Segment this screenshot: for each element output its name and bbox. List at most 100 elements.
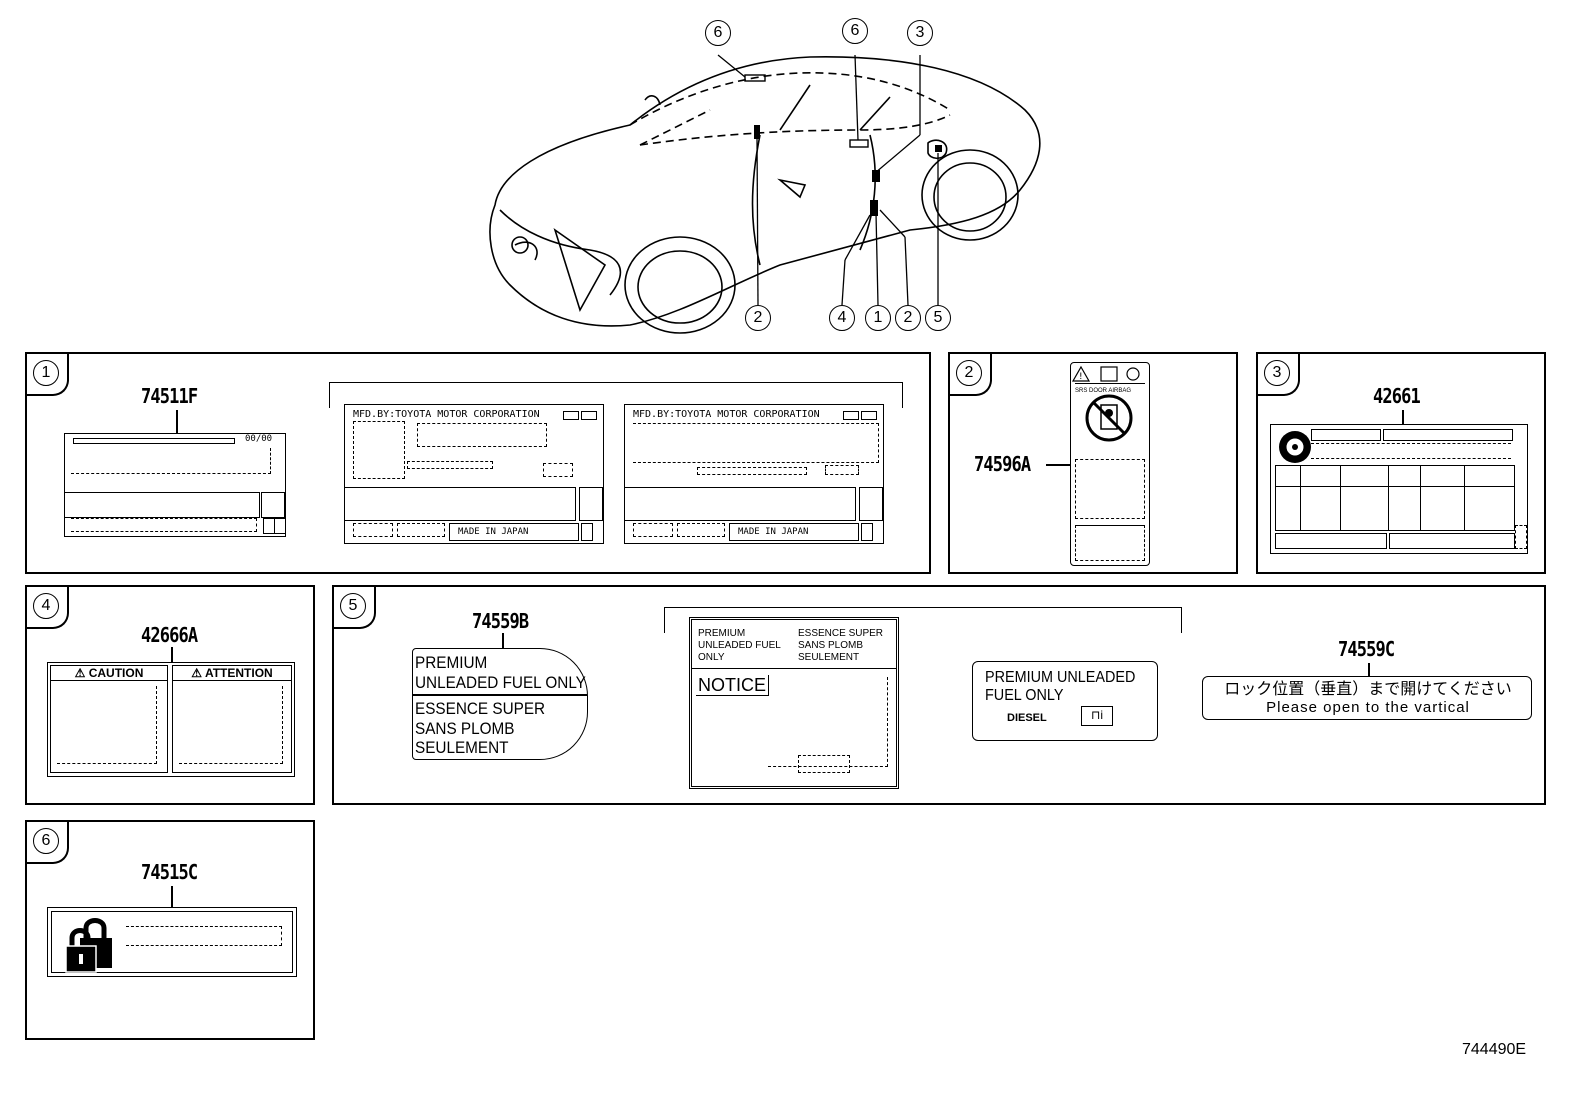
box <box>677 523 725 537</box>
part-number-42666A: 42666A <box>141 623 198 647</box>
panel-3: 3 42661 <box>1256 352 1546 574</box>
label-74515C <box>47 907 297 977</box>
caution-header: ⚠ CAUTION <box>51 666 167 681</box>
part-number-74515C: 74515C <box>141 860 198 884</box>
tire-pressure-grid <box>1275 465 1515 531</box>
panel-5: 5 74559B PREMIUM UNLEADED FUEL ONLY ESSE… <box>332 585 1546 805</box>
diesel-prohibited-icon: DIESEL <box>1007 712 1047 724</box>
text-block <box>825 465 859 475</box>
fuel-en-2: UNLEADED FUEL ONLY <box>415 673 586 692</box>
box <box>274 518 286 534</box>
warning-triangle-icon: ⚠ <box>191 666 205 680</box>
icon-labels: SRS DOOR AIRBAG <box>1075 388 1132 394</box>
label-74596A: ! SRS DOOR AIRBAG <box>1070 362 1150 566</box>
text-block <box>71 448 271 474</box>
box <box>581 411 597 420</box>
unleaded-2: FUEL ONLY <box>985 687 1064 704</box>
car-outline <box>489 54 1041 334</box>
fuel-en-1: PREMIUM <box>415 653 488 672</box>
panel-2-index: 2 <box>956 360 982 386</box>
figure-id: 744490E <box>1462 1041 1527 1058</box>
group-bracket <box>664 607 1182 633</box>
fuel-fr-1: ESSENCE SUPER <box>415 699 546 718</box>
part-number-74559C: 74559C <box>1338 637 1395 661</box>
text-block <box>126 926 282 946</box>
panel-2-tab: 2 <box>948 352 992 396</box>
attention-half: ⚠ ATTENTION <box>172 665 292 773</box>
mfd-text-b: MFD.BY:TOYOTA MOTOR CORPORATION <box>633 409 820 420</box>
svg-text:!: ! <box>1079 372 1083 382</box>
text-block <box>57 686 157 764</box>
leader-74596A <box>1046 464 1070 466</box>
label-code: 00/00 <box>245 434 273 444</box>
callout-1: 1 <box>865 305 891 331</box>
callout-2-left: 2 <box>745 305 771 331</box>
made-in-box-a: MADE IN JAPAN <box>449 523 579 541</box>
box <box>579 487 603 521</box>
manual-book-icon: ⊓i <box>1081 706 1113 726</box>
panel-6-index: 6 <box>33 828 59 854</box>
text-block <box>697 467 807 475</box>
panel-4-index: 4 <box>33 593 59 619</box>
leader-74559C <box>1368 663 1370 677</box>
panel-3-tab: 3 <box>1256 352 1300 396</box>
label-74511F: 00/00 <box>64 433 286 537</box>
text-block <box>353 421 405 479</box>
box <box>843 411 859 420</box>
text-block <box>633 423 879 463</box>
callout-4: 4 <box>829 305 855 331</box>
leader-74515C <box>171 886 173 908</box>
panel-1-tab: 1 <box>25 352 69 396</box>
panel-6-tab: 6 <box>25 820 69 864</box>
warning-triangle-icon: ⚠ <box>74 666 89 680</box>
lock-jp: ロック位置（垂直）まで開けてください <box>1224 679 1512 698</box>
box <box>861 523 873 541</box>
leader-74559B <box>502 633 504 649</box>
fuel-fr-3: SEULEMENT <box>415 738 509 757</box>
label-premium-unleaded: PREMIUM UNLEADED FUEL ONLY DIESEL ⊓i <box>972 661 1158 741</box>
box <box>563 411 579 420</box>
text-block <box>768 677 888 767</box>
leader-42661 <box>1402 410 1404 426</box>
callout-3: 3 <box>907 20 933 46</box>
panel-4: 4 42666A ⚠ CAUTION ⚠ ATTENTION <box>25 585 315 805</box>
footer-cell <box>1275 533 1387 549</box>
callout-2-right: 2 <box>895 305 921 331</box>
label-42661 <box>1270 424 1528 554</box>
box <box>861 411 877 420</box>
notice-fr: ESSENCE SUPER SANS PLOMB SEULEMENT <box>798 628 884 663</box>
text-block <box>407 461 493 469</box>
tire-icon <box>1279 431 1311 463</box>
panel-5-tab: 5 <box>332 585 376 629</box>
part-number-74596A: 74596A <box>974 452 1031 476</box>
text-block <box>1075 525 1145 561</box>
panel-3-index: 3 <box>1264 360 1290 386</box>
callout-6-left: 6 <box>705 20 731 46</box>
notice-title: NOTICE <box>696 675 770 696</box>
part-number-74511F: 74511F <box>141 384 198 408</box>
text-block <box>261 492 285 518</box>
caution-half: ⚠ CAUTION <box>50 665 168 773</box>
box <box>397 523 445 537</box>
attention-text: ATTENTION <box>204 666 273 680</box>
label-42666A: ⚠ CAUTION ⚠ ATTENTION <box>47 662 295 777</box>
text-block <box>65 492 260 518</box>
panel-5-index: 5 <box>340 593 366 619</box>
made-in-japan-a: MADE IN JAPAN <box>458 527 529 537</box>
attention-header: ⚠ ATTENTION <box>173 666 291 681</box>
inner-frame <box>51 911 293 973</box>
bar <box>73 438 235 444</box>
leader-42666A <box>171 647 173 663</box>
footer-cell <box>1389 533 1515 549</box>
part-number-42661: 42661 <box>1373 384 1421 408</box>
panel-2: 2 74596A ! SRS DOOR AIRBAG <box>948 352 1238 574</box>
box <box>859 487 883 521</box>
box <box>581 523 593 541</box>
airbag-warning-icon: ! <box>1071 365 1140 442</box>
lock-en: Please open to the vartical <box>1266 699 1470 716</box>
text-block <box>625 487 856 521</box>
panel-1: 1 74511F 00/00 MFD.BY:TOYOTA MOTOR CORPO… <box>25 352 931 574</box>
text-block <box>417 423 547 447</box>
part-number-74559B: 74559B <box>472 609 529 633</box>
text-block <box>345 487 576 521</box>
